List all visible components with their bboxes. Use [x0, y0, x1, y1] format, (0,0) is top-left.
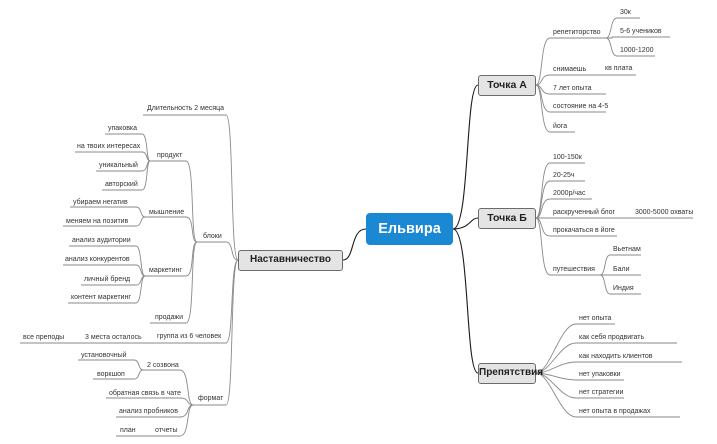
node-product[interactable]: продукт — [157, 152, 183, 159]
node-hours[interactable]: 20-25ч — [553, 172, 575, 179]
node-state[interactable]: состояние на 4-5 — [553, 103, 609, 110]
node-tutoring-students[interactable]: 5-6 учеников — [620, 28, 662, 35]
central-topic-label: Ельвира — [378, 221, 441, 237]
node-places[interactable]: 3 места осталось — [85, 334, 142, 341]
node-income[interactable]: 100-150к — [553, 154, 582, 161]
node-experience[interactable]: 7 лет опыта — [553, 85, 592, 92]
node-chat-feedback[interactable]: обратная связь в чате — [109, 390, 182, 397]
node-rent[interactable]: снимаешь — [553, 66, 587, 73]
node-blog-reach[interactable]: 3000-5000 охваты — [635, 209, 694, 216]
node-blog[interactable]: раскрученный блог — [553, 209, 616, 216]
topic-point-b-label: Точка Б — [487, 212, 527, 224]
node-calls-workshop[interactable]: воркшоп — [97, 371, 125, 378]
node-product-packaging[interactable]: упаковка — [108, 125, 138, 132]
node-sales[interactable]: продажи — [155, 314, 183, 321]
node-obstacle-6[interactable]: нет опыта в продажах — [579, 408, 651, 415]
node-blocks[interactable]: блоки — [203, 233, 222, 240]
topic-point-a-label: Точка А — [487, 79, 527, 91]
node-obstacle-1[interactable]: нет опыта — [579, 315, 612, 322]
node-obstacle-2[interactable]: как себя продвигать — [579, 334, 645, 341]
node-group[interactable]: группа из 6 человек — [157, 333, 222, 340]
topic-obstacles-label: Препятствия — [479, 367, 544, 378]
node-yoga-b[interactable]: прокачаться в йоге — [553, 227, 615, 234]
node-reports[interactable]: отчеты — [155, 427, 178, 434]
node-places-teachers[interactable]: все преподы — [23, 334, 65, 341]
central-topic[interactable]: Ельвира — [366, 213, 453, 245]
node-tutoring-income[interactable]: 30к — [620, 9, 631, 16]
node-marketing-brand[interactable]: личный бренд — [84, 276, 131, 283]
node-obstacle-5[interactable]: нет стратегии — [579, 389, 624, 396]
node-mindset-remove[interactable]: убираем негатив — [73, 199, 128, 206]
node-travel-india[interactable]: Индия — [613, 285, 634, 292]
topic-mentorship-label: Наставничество — [250, 254, 331, 265]
node-travel-vietnam[interactable]: Вьетнам — [613, 246, 641, 253]
topic-mentorship[interactable]: Наставничество — [238, 250, 343, 271]
node-trials[interactable]: анализ пробников — [119, 408, 178, 415]
node-duration[interactable]: Длительность 2 месяца — [147, 105, 225, 112]
node-calls[interactable]: 2 созвона — [147, 362, 179, 369]
node-marketing[interactable]: маркетинг — [149, 267, 182, 274]
node-mindset-change[interactable]: меняем на позитив — [66, 218, 129, 225]
node-format[interactable]: формат — [198, 395, 224, 402]
topic-point-b[interactable]: Точка Б — [478, 208, 536, 229]
node-tutoring-price[interactable]: 1000-1200 — [620, 47, 654, 54]
node-travel-bali[interactable]: Бали — [613, 266, 630, 273]
node-marketing-competitors[interactable]: анализ конкурентов — [65, 256, 130, 263]
node-mindset[interactable]: мышление — [149, 209, 185, 216]
node-product-unique[interactable]: уникальный — [99, 162, 138, 169]
node-product-authored[interactable]: авторский — [105, 181, 138, 188]
node-product-interests[interactable]: на твоих интересах — [77, 143, 141, 150]
node-reports-plan[interactable]: план — [120, 427, 136, 434]
node-calls-intro[interactable]: установочный — [81, 352, 127, 359]
node-obstacle-3[interactable]: как находить клиентов — [579, 353, 653, 360]
topic-obstacles[interactable]: Препятствия — [478, 363, 543, 384]
node-obstacle-4[interactable]: нет упаковки — [579, 371, 621, 378]
node-yoga-a[interactable]: йога — [553, 123, 568, 130]
node-marketing-content[interactable]: контент маркетинг — [71, 294, 131, 301]
node-rate[interactable]: 2000р/час — [553, 190, 586, 197]
node-travel[interactable]: путешествия — [553, 266, 595, 273]
node-tutoring[interactable]: репетиторство — [553, 29, 601, 36]
node-marketing-audience[interactable]: анализ аудитории — [72, 237, 131, 244]
topic-point-a[interactable]: Точка А — [478, 75, 536, 96]
node-rent-payment[interactable]: кв плата — [605, 65, 633, 72]
